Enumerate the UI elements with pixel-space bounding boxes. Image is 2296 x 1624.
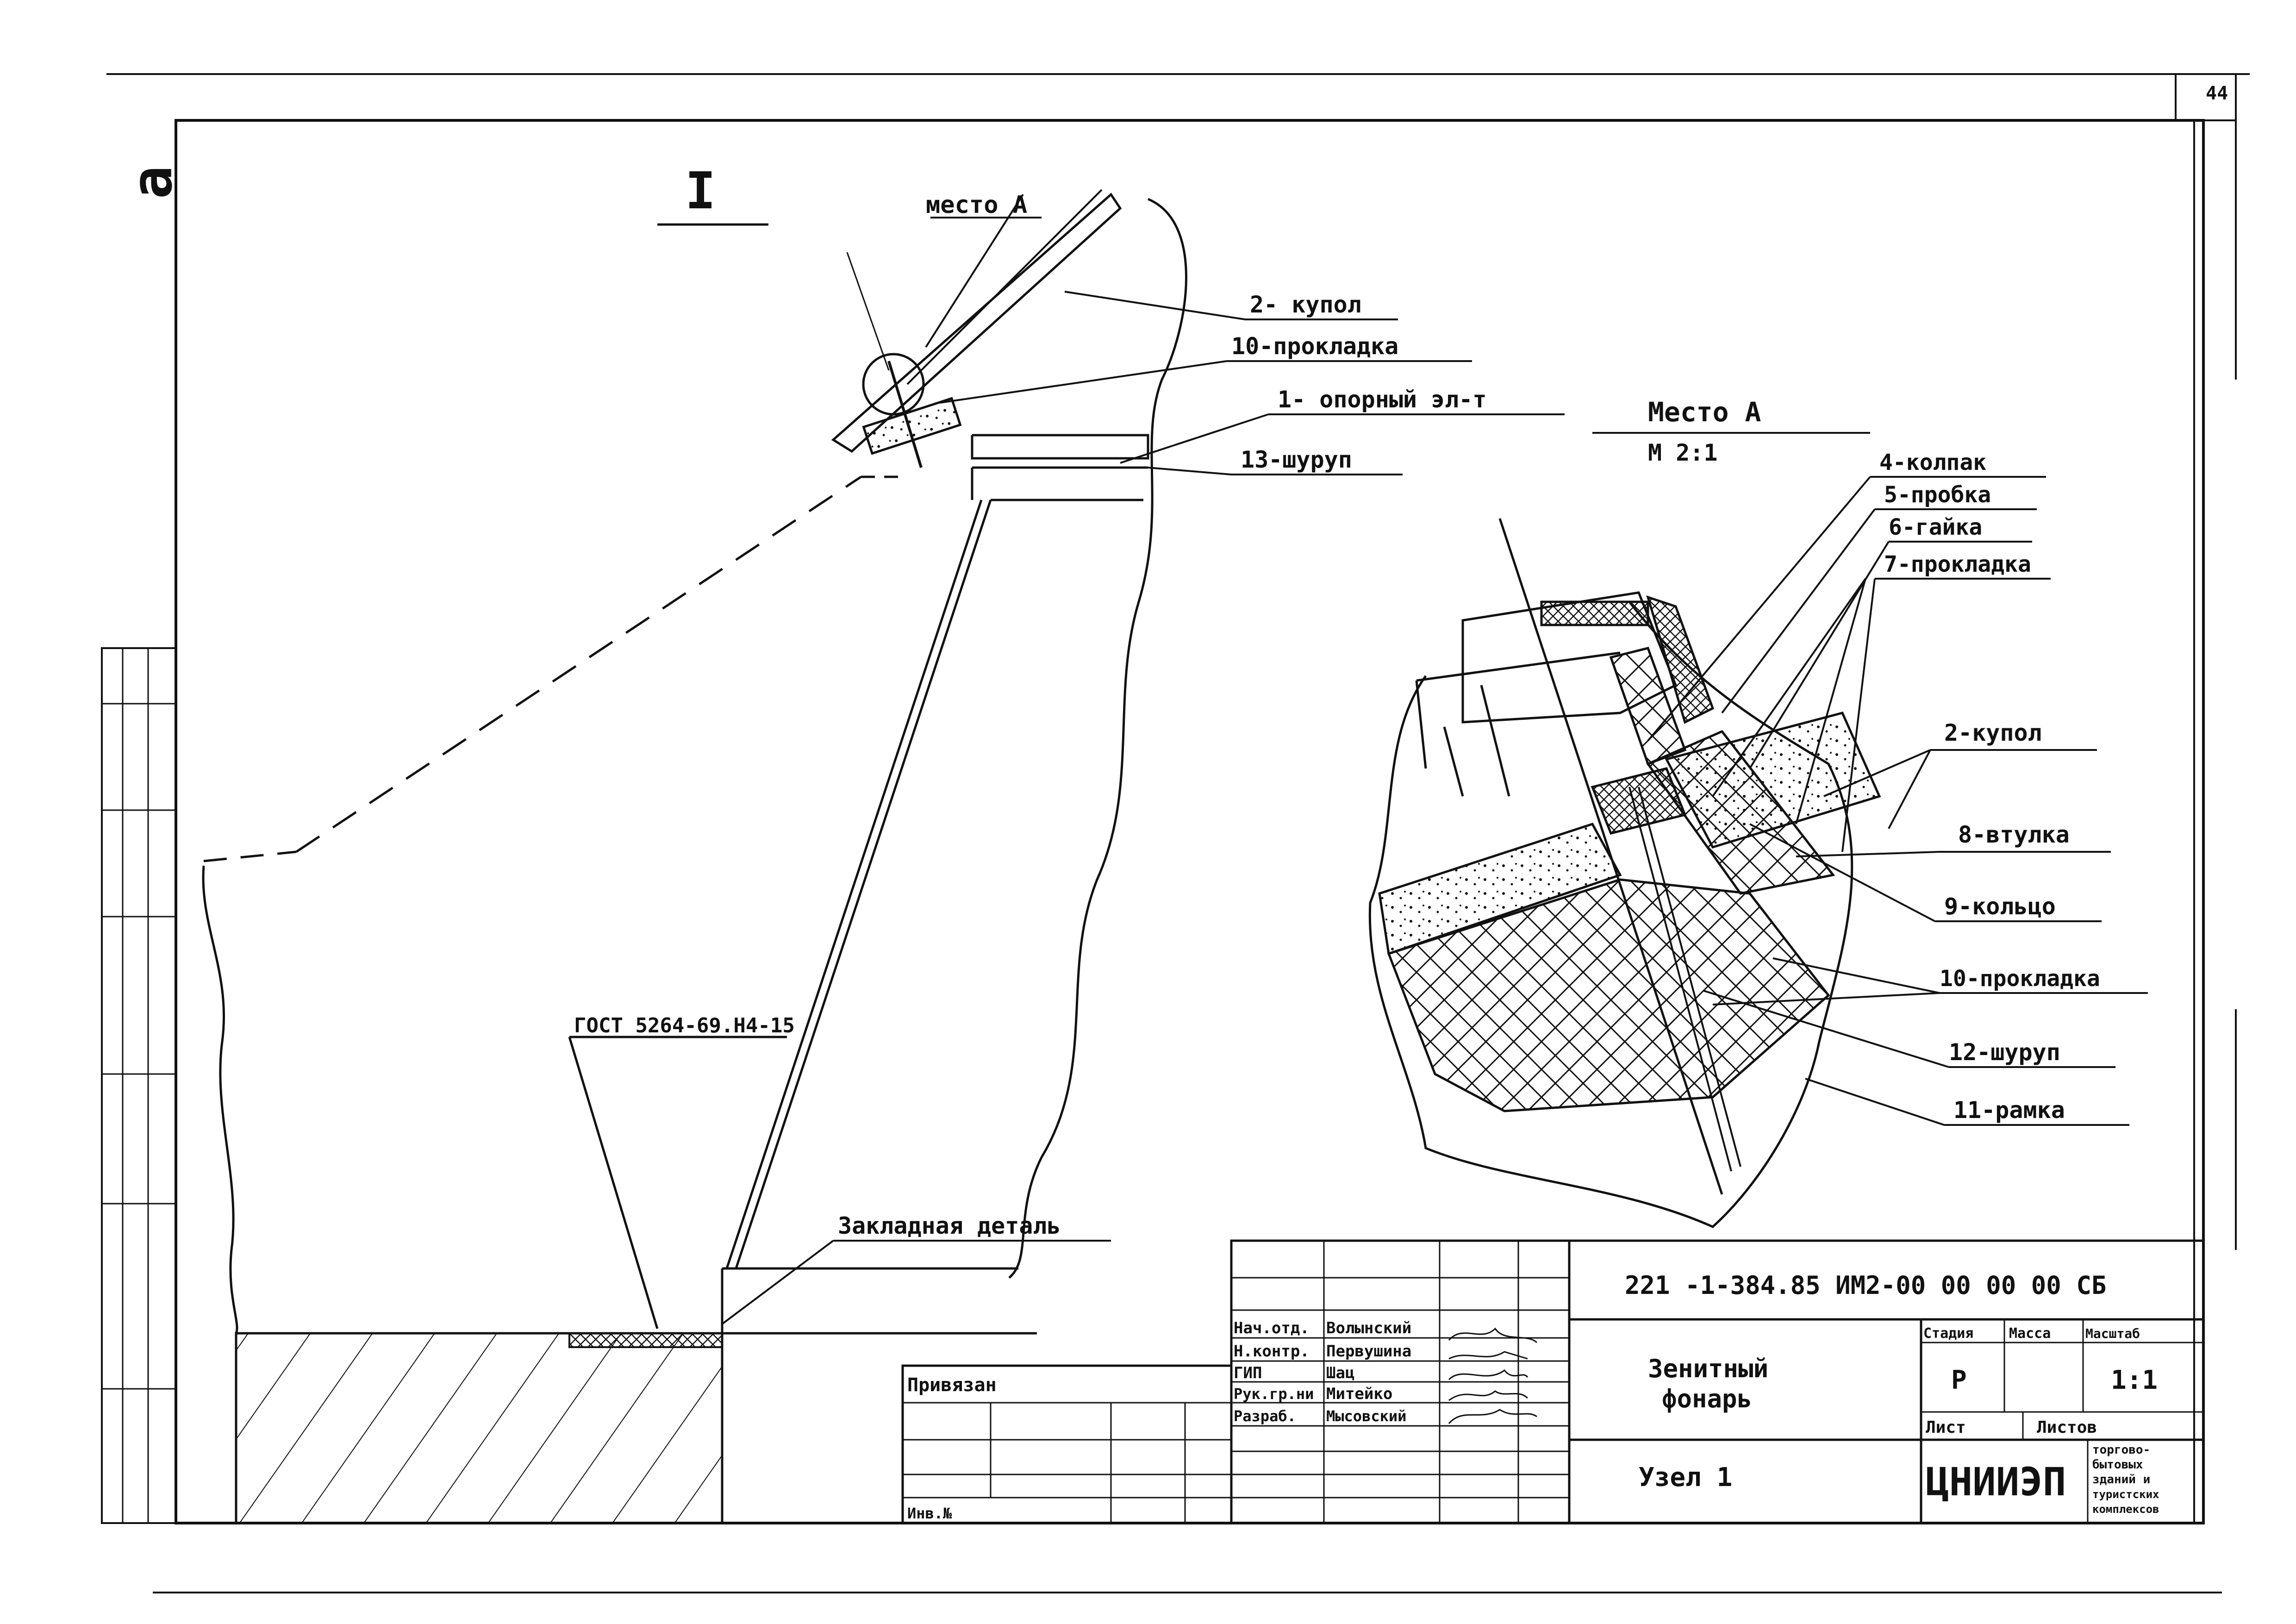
detail-label-frame: 11-рамка [1953, 1097, 2065, 1124]
scale-header: Масштаб [2085, 1326, 2140, 1341]
role-4: Рук.гр.ни [1234, 1385, 1314, 1403]
org-desc-5: комплексов [2092, 1503, 2159, 1516]
inv-label: Инв.№ [907, 1505, 952, 1522]
name-1: Волынский [1326, 1319, 1411, 1337]
detail-leaders [1647, 476, 2148, 1126]
label-gost: ГОСТ 5264-69.Н4-15 [574, 1014, 795, 1037]
drawing-title-line1: Зенитный [1648, 1354, 1768, 1383]
detail-view [1368, 518, 1881, 1228]
org-desc-2: бытовых [2092, 1458, 2143, 1472]
role-3: ГИП [1234, 1364, 1262, 1382]
sheets-label: Листов [2037, 1418, 2097, 1437]
detail-label-cap: 4-колпак [1879, 450, 1986, 475]
detail-label-screw-12: 12-шуруп [1949, 1039, 2060, 1066]
label-support-element: 1- опорный эл-т [1278, 386, 1487, 413]
org-desc-1: торгово- [2092, 1443, 2150, 1457]
stage-header: Стадия [1923, 1325, 1973, 1342]
title-block [901, 1239, 2205, 1524]
page-number: 44 [2206, 83, 2228, 104]
detail-ref-label: место А [926, 191, 1027, 219]
scale-value: 1:1 [2111, 1365, 2158, 1395]
detail-label-bushing: 8-втулка [1958, 821, 2070, 848]
sheet-name: Узел 1 [1639, 1462, 1732, 1493]
section-title: I [685, 161, 716, 220]
detail-label-gasket-10: 10-прокладка [1940, 966, 2100, 992]
name-3: Шац [1326, 1364, 1354, 1382]
detail-label-gasket-7: 7-прокладка [1884, 551, 2031, 577]
stage-value: Р [1951, 1365, 1967, 1395]
detail-label-nut: 6-гайка [1889, 514, 1982, 540]
label-gasket: 10-прокладка [1231, 333, 1398, 360]
mass-header: Масса [2009, 1325, 2051, 1342]
detail-title: Место А [1648, 396, 1761, 428]
section-view: I [202, 161, 1187, 1524]
doc-code: 221 -1-384.85 ИМ2-00 00 00 00 СБ [1625, 1271, 2106, 1300]
corner-mark: a [120, 166, 185, 199]
role-1: Нач.отд. [1234, 1319, 1310, 1337]
detail-label-dome: 2-купол [1944, 719, 2042, 746]
label-dome: 2- купол [1250, 291, 1361, 318]
role-5: Разраб. [1234, 1407, 1296, 1425]
label-embedded-detail: Закладная деталь [838, 1212, 1061, 1239]
detail-label-ring: 9-кольцо [1944, 893, 2056, 920]
sheet-label: Лист [1926, 1418, 1966, 1437]
name-5: Мысовский [1326, 1407, 1406, 1425]
org-desc-3: зданий и [2092, 1473, 2150, 1487]
label-screw: 13-шуруп [1241, 446, 1352, 473]
name-4: Митейко [1326, 1385, 1392, 1403]
org-name: ЦНИИЭП [1926, 1459, 2066, 1505]
drawing-title-line2: фонарь [1662, 1384, 1752, 1413]
role-2: Н.контр. [1234, 1342, 1310, 1361]
main-leaders [574, 194, 1565, 1325]
detail-label-plug: 5-пробка [1884, 482, 1991, 508]
detail-scale: М 2:1 [1648, 439, 1718, 466]
name-2: Первушина [1326, 1342, 1411, 1361]
org-desc-4: туристских [2092, 1488, 2159, 1501]
bound-label: Привязан [907, 1374, 997, 1396]
